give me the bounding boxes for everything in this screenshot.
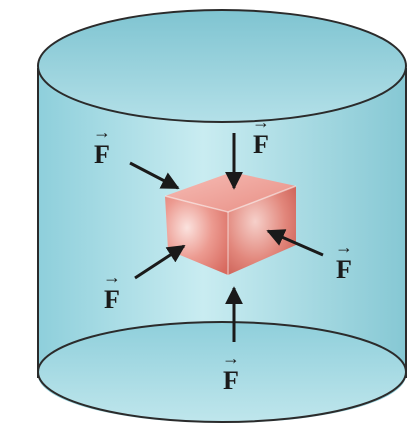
cube-side-face (228, 186, 296, 275)
cube-top-face (165, 172, 296, 212)
vector-mark: → (252, 112, 270, 132)
vector-mark: → (93, 122, 111, 142)
force-symbol: F (94, 140, 110, 169)
force-symbol: F (253, 130, 269, 159)
force-symbol: F (104, 285, 120, 314)
cylinder-base (37, 321, 407, 423)
force-label-top: → F (252, 112, 270, 159)
force-label-right: → F (335, 237, 353, 284)
cube-edges (164, 185, 297, 213)
vector-mark: → (335, 237, 353, 257)
force-label-bottom: → F (222, 348, 240, 395)
vector-mark: → (222, 348, 240, 368)
force-arrow-lower-left (134, 244, 186, 280)
force-label-lower-left: → F (103, 267, 121, 314)
vector-mark: → (103, 267, 121, 287)
cylinder-top (37, 9, 407, 123)
force-arrow-upper-left (129, 161, 180, 190)
force-symbol: F (223, 366, 239, 395)
force-arrow-right (266, 229, 324, 257)
force-symbol: F (336, 255, 352, 284)
force-label-upper-left: → F (93, 122, 111, 169)
